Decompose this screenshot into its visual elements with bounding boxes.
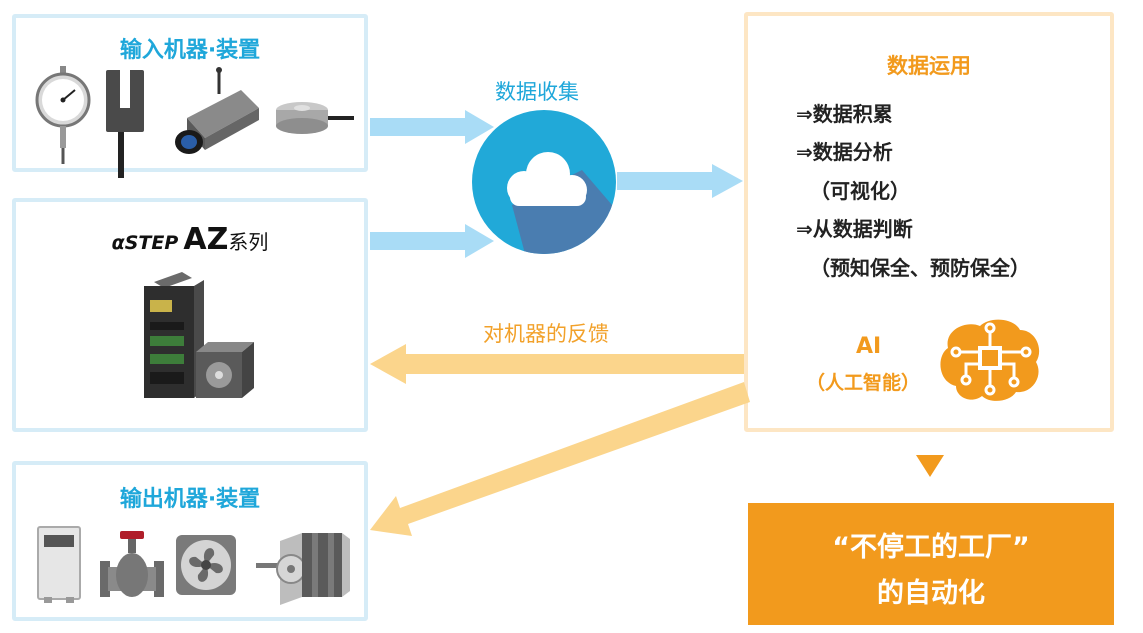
sensor-icon [106, 70, 144, 178]
usage-line-judge: ⇒从数据判断 [796, 217, 913, 241]
az-brand-label: αSTEP [111, 232, 179, 254]
usage-line-accumulate: ⇒数据积累 [796, 102, 893, 126]
ai-title: AI [856, 334, 882, 359]
result-line-2: 的自动化 [877, 578, 985, 609]
motor-icon [256, 533, 350, 605]
ai-subtitle: （人工智能） [806, 372, 921, 394]
data-collect-label: 数据收集 [495, 80, 579, 104]
collect-arrow-lower [370, 224, 494, 258]
usage-line-visualize: （可视化） [810, 179, 910, 203]
az-series-title: αSTEP AZ系列 [16, 222, 364, 257]
collect-arrow-upper [370, 110, 494, 144]
az-suffix-label: 系列 [228, 230, 269, 254]
result-box: “不停工的工厂” 的自动化 [748, 503, 1114, 625]
fan-icon [176, 535, 236, 595]
output-devices-box: 输出机器·装置 [12, 461, 368, 621]
feedback-arrow [370, 344, 744, 384]
dial-gauge-icon [35, 66, 91, 164]
input-devices-box: 输入机器·装置 [12, 14, 368, 178]
data-usage-box: 数据运用 ⇒数据积累 ⇒数据分析 （可视化） ⇒从数据判断 （预知保全、预防保全… [744, 12, 1114, 432]
az-model-label: AZ [183, 222, 229, 257]
down-arrow-icon [916, 455, 944, 477]
result-line-1: “不停工的工厂” [832, 532, 1030, 563]
usage-line-maintenance: （预知保全、预防保全） [810, 256, 1030, 280]
camera-icon [175, 67, 259, 154]
load-cell-icon [276, 102, 354, 134]
output-devices-title: 输出机器·装置 [119, 487, 261, 512]
data-usage-title: 数据运用 [887, 54, 971, 78]
controller-icon [37, 526, 81, 603]
usage-line-analyze: ⇒数据分析 [796, 140, 893, 164]
feedback-label: 对机器的反馈 [483, 322, 609, 346]
valve-icon [100, 531, 164, 597]
feedback-arrow-diagonal [370, 382, 750, 536]
brain-chip-icon [940, 319, 1040, 401]
input-devices-title: 输入机器·装置 [119, 38, 261, 63]
driver-motor-icon [144, 272, 254, 398]
az-series-box: αSTEP AZ系列 [12, 198, 368, 432]
cloud-to-usage-arrow [617, 164, 743, 198]
cloud-icon [472, 110, 616, 254]
